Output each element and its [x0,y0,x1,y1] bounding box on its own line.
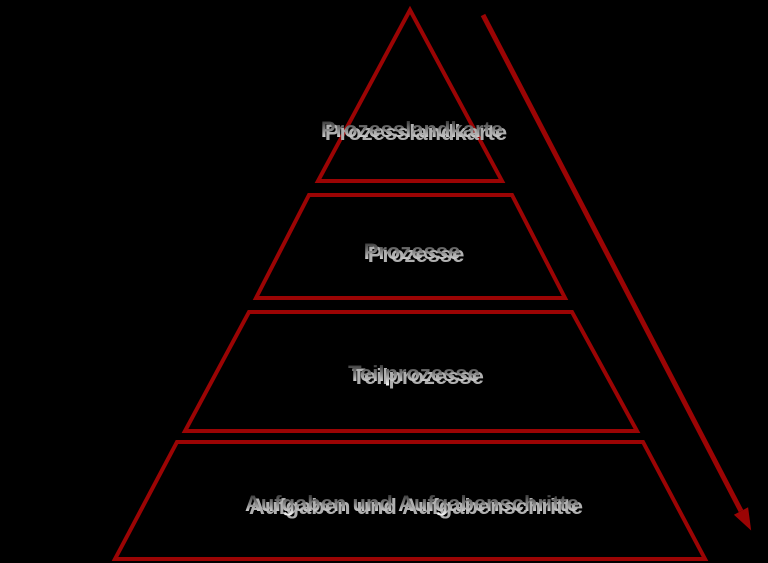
pyramid-level-1-label: Prozesslandkarte [321,117,503,142]
pyramid-level-4-label-shadow: Aufgaben und Aufgabenschritte [249,494,583,519]
pyramid-level-2-label-shadow: Prozesse [368,242,465,267]
pyramid-level-3-label-shadow: Teilprozesse [352,364,484,389]
pyramid-level-3-shape [181,310,641,433]
pyramid-level-2-shape [252,193,569,300]
pyramid-level-4-shape [111,440,709,561]
pyramid-level-2-label: Prozesse [364,239,461,264]
drilldown-arrow [480,13,752,531]
pyramid-level-4-label: Aufgaben und Aufgabenschritte [245,491,579,516]
pyramid-level-3-label: Teilprozesse [348,361,480,386]
pyramid-level-1-label-shadow: Prozesslandkarte [325,120,507,145]
pyramid-level-1-shape [314,5,506,183]
